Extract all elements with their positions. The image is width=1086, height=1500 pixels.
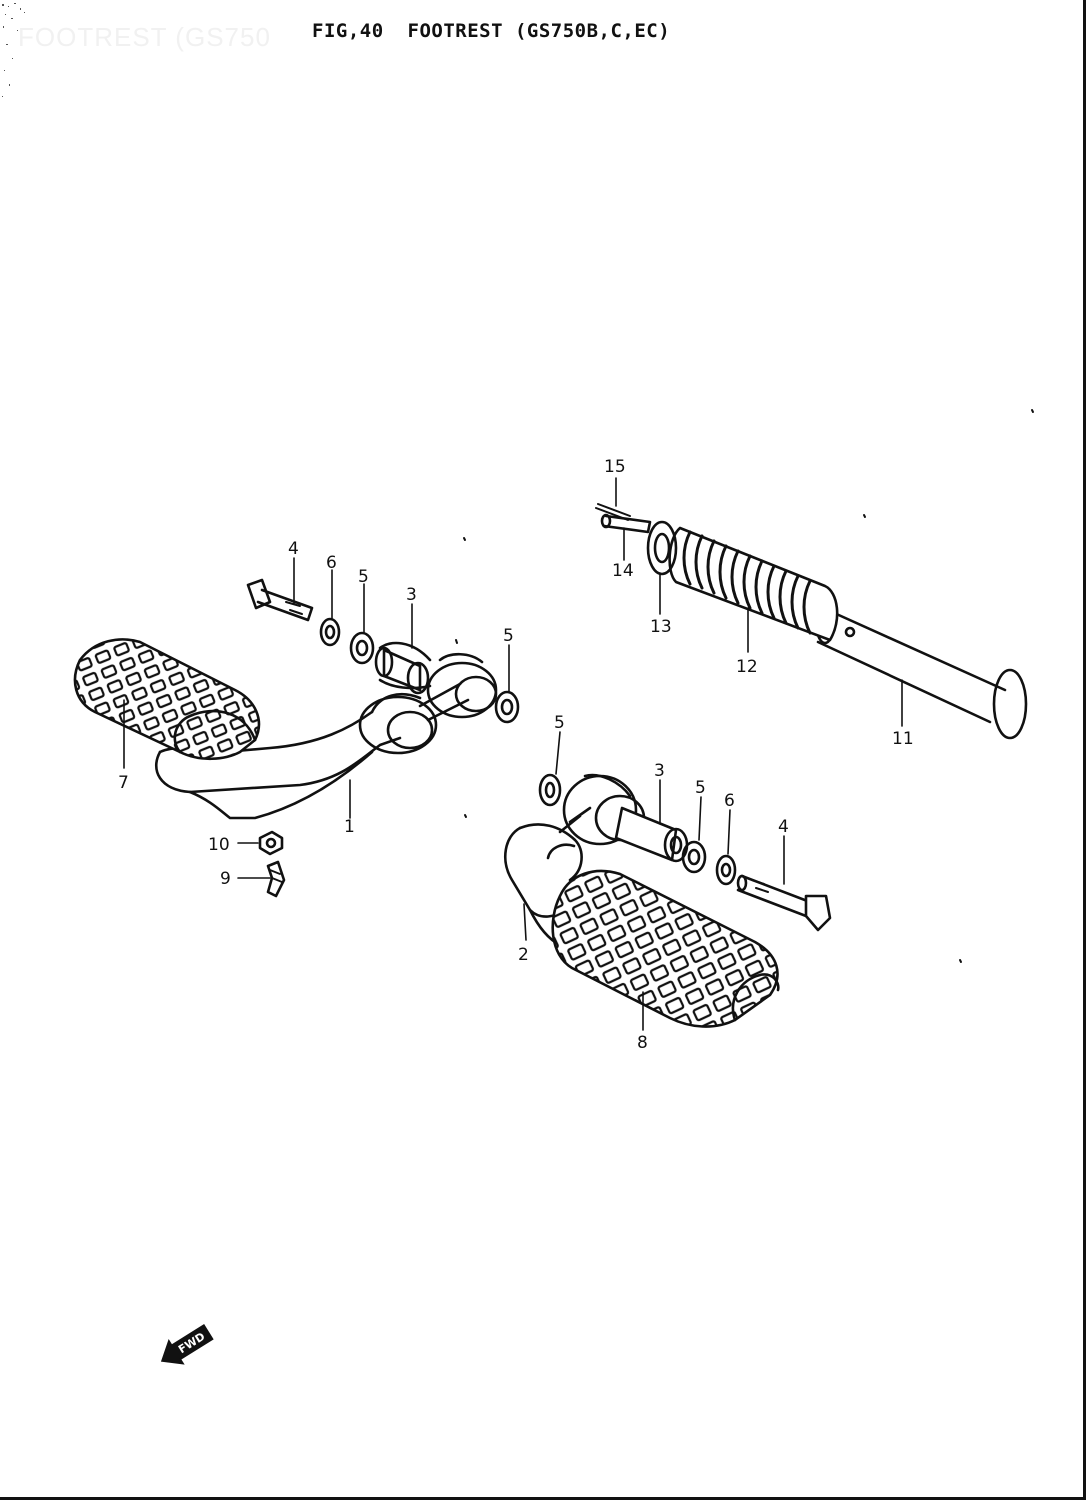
- callout-6b: 6: [724, 791, 735, 811]
- washer-right: [681, 840, 707, 874]
- callout-5c: 5: [554, 713, 565, 733]
- bushing-right: [614, 806, 689, 863]
- pin: [600, 513, 652, 534]
- callout-5d: 5: [695, 778, 706, 798]
- leader-lines: [123, 477, 903, 1031]
- callout-6a: 6: [326, 553, 337, 573]
- callout-11: 11: [892, 729, 914, 749]
- callout-4a: 4: [288, 539, 299, 559]
- figure-title: FIG,40 FOOTREST (GS750B,C,EC): [312, 20, 671, 42]
- callout-4b: 4: [778, 817, 789, 837]
- footrest-washer: [646, 520, 678, 576]
- callout-13: 13: [650, 617, 672, 637]
- callout-2: 2: [518, 945, 529, 965]
- footrest-rubber: [668, 526, 839, 642]
- callout-14: 14: [612, 561, 634, 581]
- footrest-rubber-right: [551, 869, 780, 1028]
- callout-15: 15: [604, 457, 626, 477]
- callout-1: 1: [344, 817, 355, 837]
- callout-7: 7: [118, 773, 129, 793]
- footrest-shaft: [815, 609, 1028, 740]
- cotter-pin: [595, 503, 631, 521]
- callout-12: 12: [736, 657, 758, 677]
- ghost-title: FOOTREST (GS750: [18, 22, 271, 52]
- callout-3a: 3: [406, 585, 417, 605]
- callout-10: 10: [208, 835, 230, 855]
- lock-washer-left: [319, 617, 341, 647]
- callout-8: 8: [637, 1033, 648, 1053]
- callout-9a: 9: [220, 869, 231, 889]
- callout-5b: 5: [503, 626, 514, 646]
- scan-noise: [2, 3, 25, 97]
- screw: [266, 860, 286, 898]
- washer-right-inner: [538, 773, 562, 807]
- washer-left: [349, 631, 375, 665]
- bushing-left: [374, 641, 432, 695]
- washer-left-outer: [494, 690, 520, 724]
- bolt-right: [736, 874, 832, 932]
- callout-3b: 3: [654, 761, 665, 781]
- lock-washer-right: [715, 854, 737, 886]
- footrest-rubber-left: [73, 638, 261, 761]
- bolt-left: [246, 578, 314, 622]
- callout-5a: 5: [358, 567, 369, 587]
- nut: [258, 830, 284, 856]
- callouts: 4 6 5 3 5 7 1 10 9 5 3 5 6 4 2 8 11 12 1…: [118, 457, 914, 1053]
- forward-arrow-icon: FWD: [160, 1324, 214, 1365]
